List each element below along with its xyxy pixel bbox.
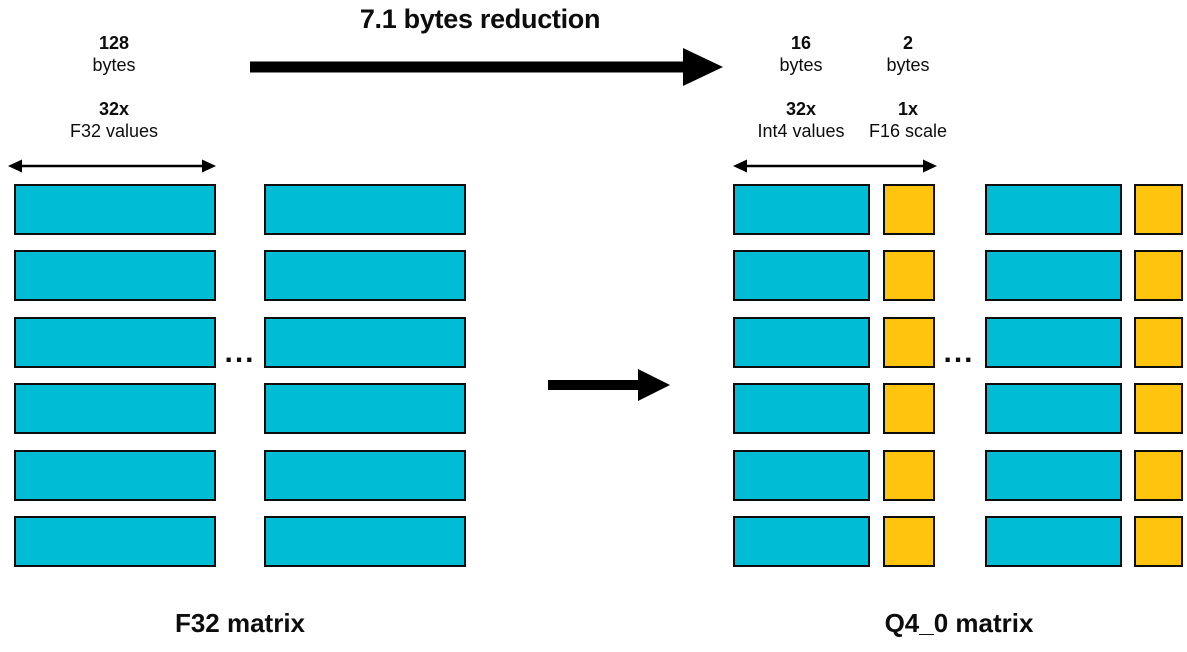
q4-values-count-unit: Int4 values [757, 121, 845, 141]
conversion-arrow [548, 369, 670, 401]
f32-bytes-label: 128 bytes [24, 32, 204, 76]
q4-width-arrow [733, 159, 937, 173]
q4-scale-block [883, 449, 935, 501]
f32-matrix-column-2 [264, 184, 466, 567]
q4-scale-block [883, 316, 935, 368]
q4-scale-count-value: 1x [897, 99, 919, 119]
q4-scale-block [1134, 383, 1183, 435]
q4-values-count-label: 32x Int4 values [711, 98, 891, 142]
q4-value-block [985, 515, 1122, 567]
f32-value-block [264, 515, 466, 567]
f32-value-block [14, 316, 216, 368]
q4-values-column-2 [985, 184, 1122, 567]
q4-ellipsis: ... [943, 336, 975, 369]
q4-value-block [733, 184, 870, 235]
f32-matrix-caption: F32 matrix [174, 608, 306, 638]
q4-scale-column-1 [883, 184, 935, 567]
q4-scale-bytes-unit: bytes [886, 55, 930, 75]
f32-value-block [14, 383, 216, 435]
f32-matrix-column-1 [14, 184, 216, 567]
q4-scale-bytes-label: 2 bytes [818, 32, 998, 76]
q4-values-bytes-label: 16 bytes [711, 32, 891, 76]
q4-value-block [985, 316, 1122, 368]
q4-scale-block [883, 250, 935, 302]
f32-value-block [264, 449, 466, 501]
q4-value-block [733, 449, 870, 501]
f32-value-block [264, 383, 466, 435]
q4-value-block [985, 383, 1122, 435]
f32-count-label: 32x F32 values [24, 98, 204, 142]
f32-count-value: 32x [98, 99, 130, 119]
q4-value-block [985, 250, 1122, 302]
q4-scale-block [883, 515, 935, 567]
f32-value-block [14, 515, 216, 567]
q4-values-bytes-value: 16 [790, 33, 812, 53]
f32-bytes-unit: bytes [92, 55, 136, 75]
f32-value-block [14, 184, 216, 235]
q4-value-block [985, 449, 1122, 501]
q4-values-column-1 [733, 184, 870, 567]
f32-width-arrow [8, 159, 216, 173]
q4-scale-block [1134, 250, 1183, 302]
q4-scale-block [883, 184, 935, 235]
f32-bytes-value: 128 [98, 33, 130, 53]
diagram-title: 7.1 bytes reduction [359, 4, 601, 34]
q4-scale-block [1134, 184, 1183, 235]
q4-values-count-value: 32x [785, 99, 817, 119]
q4-value-block [985, 184, 1122, 235]
q4-value-block [733, 250, 870, 302]
q4-scale-block [1134, 316, 1183, 368]
f32-value-block [264, 184, 466, 235]
f32-value-block [264, 250, 466, 302]
q4-value-block [733, 383, 870, 435]
q4-scale-count-label: 1x F16 scale [818, 98, 998, 142]
f32-value-block [14, 449, 216, 501]
q4-scale-block [883, 383, 935, 435]
f32-count-unit: F32 values [69, 121, 159, 141]
f32-ellipsis: ... [224, 336, 256, 369]
q4-value-block [733, 316, 870, 368]
q4-matrix-caption: Q4_0 matrix [884, 608, 1034, 638]
f32-value-block [14, 250, 216, 302]
q4-scale-bytes-value: 2 [902, 33, 913, 53]
q4-scale-block [1134, 449, 1183, 501]
q4-scale-count-unit: F16 scale [868, 121, 948, 141]
q4-values-bytes-unit: bytes [779, 55, 823, 75]
q4-value-block [733, 515, 870, 567]
reduction-arrow [250, 48, 723, 86]
q4-scale-column-2 [1134, 184, 1183, 567]
q4-scale-block [1134, 515, 1183, 567]
f32-value-block [264, 316, 466, 368]
